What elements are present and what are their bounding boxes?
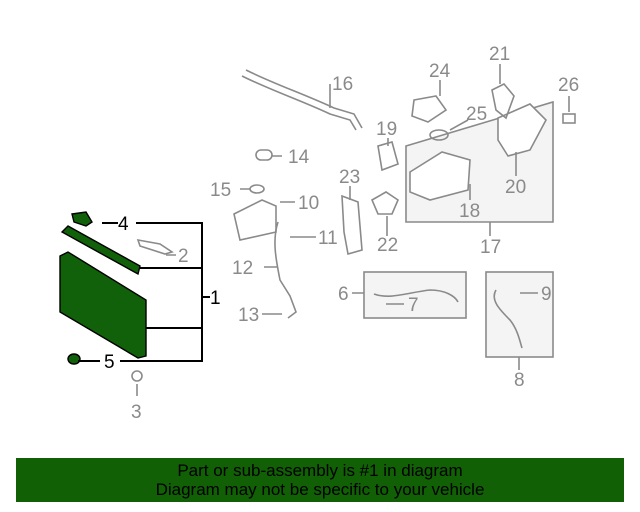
callout-24[interactable]: 24 <box>429 61 451 82</box>
callout-12[interactable]: 12 <box>232 258 253 279</box>
callout-16[interactable]: 16 <box>332 74 353 95</box>
callout-6[interactable]: 6 <box>338 284 349 305</box>
callout-17[interactable]: 17 <box>480 237 501 258</box>
callout-20[interactable]: 20 <box>505 177 526 198</box>
callout-25[interactable]: 25 <box>466 104 487 125</box>
callout-26[interactable]: 26 <box>558 75 579 96</box>
callout-14[interactable]: 14 <box>288 147 310 168</box>
callout-18[interactable]: 18 <box>459 201 480 222</box>
callout-19[interactable]: 19 <box>376 119 397 140</box>
callout-8[interactable]: 8 <box>514 370 525 391</box>
group-box-6 <box>363 271 467 319</box>
callout-9[interactable]: 9 <box>541 284 552 305</box>
callout-23[interactable]: 23 <box>339 167 360 188</box>
callout-15[interactable]: 15 <box>210 180 231 201</box>
callout-7[interactable]: 7 <box>408 295 419 316</box>
radiator-assembly[interactable] <box>59 211 147 365</box>
callout-11[interactable]: 11 <box>318 228 338 249</box>
callout-13[interactable]: 13 <box>238 305 259 326</box>
callout-22[interactable]: 22 <box>377 235 398 256</box>
notice-banner: Part or sub-assembly is #1 in diagram Di… <box>16 458 624 502</box>
hose-16 <box>241 75 357 131</box>
callout-21[interactable]: 21 <box>489 44 510 65</box>
callout-2[interactable]: 2 <box>178 246 189 267</box>
callout-3[interactable]: 3 <box>131 402 142 423</box>
banner-line-2: Diagram may not be specific to your vehi… <box>155 480 485 499</box>
callout-1[interactable]: 1 <box>210 288 221 309</box>
callout-10[interactable]: 10 <box>298 193 319 214</box>
callout-4[interactable]: 4 <box>118 214 129 235</box>
callout-5[interactable]: 5 <box>104 352 115 373</box>
group-box-8 <box>485 271 554 358</box>
banner-line-1: Part or sub-assembly is #1 in diagram <box>177 461 463 480</box>
